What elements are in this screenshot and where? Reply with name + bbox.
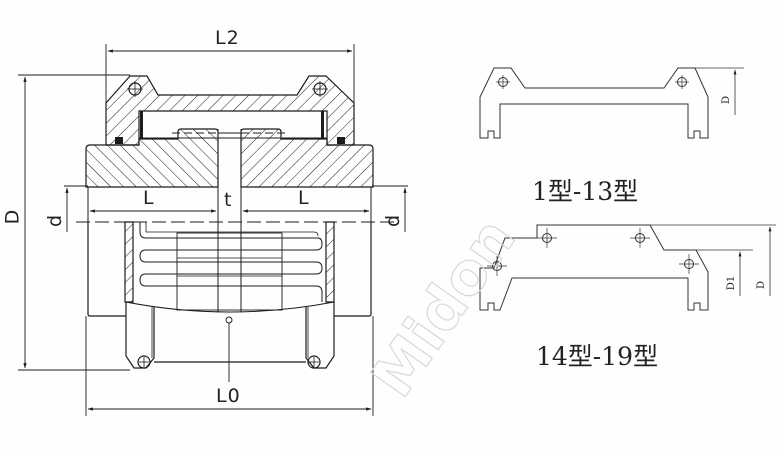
dimension-label-outer-diameter: D [1, 208, 24, 225]
variant-1-caption: 1型-13型 [532, 177, 639, 206]
dimension-label-gap: t [224, 189, 233, 211]
dimension-label-l0: L0 [216, 385, 241, 407]
dimension-label-l2: L2 [215, 27, 240, 49]
variant-1-bracket [479, 67, 744, 139]
dimension-label-hub-length-left: L [143, 187, 155, 209]
variant-2-dimension-d1: D1 [726, 275, 738, 291]
variant-2-dimension-d: D [756, 280, 768, 290]
variant-2-bracket [479, 224, 776, 311]
main-coupling-section [18, 44, 408, 416]
dimension-label-bore-left: d [44, 213, 67, 228]
dimension-label-bore-right: d [382, 213, 405, 228]
variant-1-dimension-d: D [721, 95, 733, 105]
variant-2-caption: 14型-19型 [536, 342, 659, 371]
dimension-label-hub-length-right: L [298, 187, 310, 209]
